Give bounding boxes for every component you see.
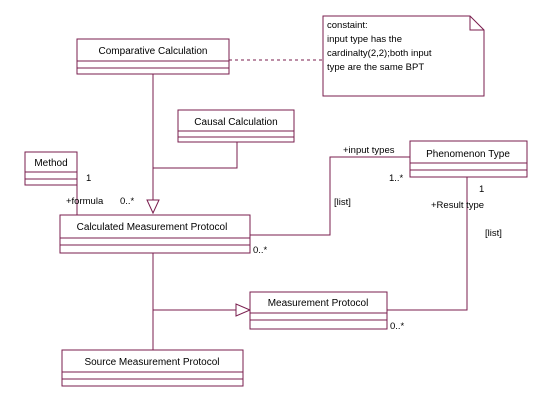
connectors <box>76 59 468 350</box>
note-line-3: cardinalty(2,2);both input <box>327 48 432 59</box>
phenomenon-multiplicity-result: 1 <box>479 184 484 195</box>
measurement-arrowhead <box>235 303 252 317</box>
note-line-1: constaint: <box>327 20 368 31</box>
input-types-role: +input types <box>343 145 395 156</box>
class-name: Phenomenon Type <box>426 149 510 160</box>
input-types-association-line <box>250 156 410 236</box>
note-line-4: type are the same BPT <box>327 62 424 73</box>
association-labels: 1 +formula 0..* +input types 1..* [list]… <box>66 145 502 332</box>
note-line-2: input type has the <box>327 34 402 45</box>
class-method[interactable]: Method <box>24 151 78 186</box>
class-name: Causal Calculation <box>194 117 277 128</box>
class-name: Method <box>34 158 67 169</box>
list-label-input: [list] <box>334 197 351 208</box>
causal-generalization-line <box>153 142 238 169</box>
class-causal-calculation[interactable]: Causal Calculation <box>177 109 295 143</box>
formula-role: +formula <box>66 196 104 207</box>
generalization-arrowhead <box>146 199 160 215</box>
class-source-measurement-protocol[interactable]: Source Measurement Protocol <box>61 349 244 387</box>
class-name: Calculated Measurement Protocol <box>77 222 228 233</box>
class-name: Source Measurement Protocol <box>84 357 219 368</box>
class-comparative-calculation[interactable]: Comparative Calculation <box>76 38 230 75</box>
class-name: Measurement Protocol <box>268 298 369 309</box>
cmp-multiplicity-right: 0..* <box>253 245 268 256</box>
cmp-multiplicity-top: 0..* <box>120 196 135 207</box>
method-multiplicity: 1 <box>86 173 91 184</box>
class-measurement-protocol[interactable]: Measurement Protocol <box>249 291 388 330</box>
class-phenomenon-type[interactable]: Phenomenon Type <box>409 140 528 178</box>
list-label-result: [list] <box>485 228 502 239</box>
measurement-multiplicity: 0..* <box>390 321 405 332</box>
phenomenon-multiplicity-input: 1..* <box>389 173 404 184</box>
class-name: Comparative Calculation <box>99 46 208 57</box>
constraint-note: constaint: input type has the cardinalty… <box>322 15 485 97</box>
result-type-role: +Result type <box>431 200 484 211</box>
result-type-association-line <box>387 177 468 311</box>
class-calculated-measurement-protocol[interactable]: Calculated Measurement Protocol <box>59 214 251 254</box>
